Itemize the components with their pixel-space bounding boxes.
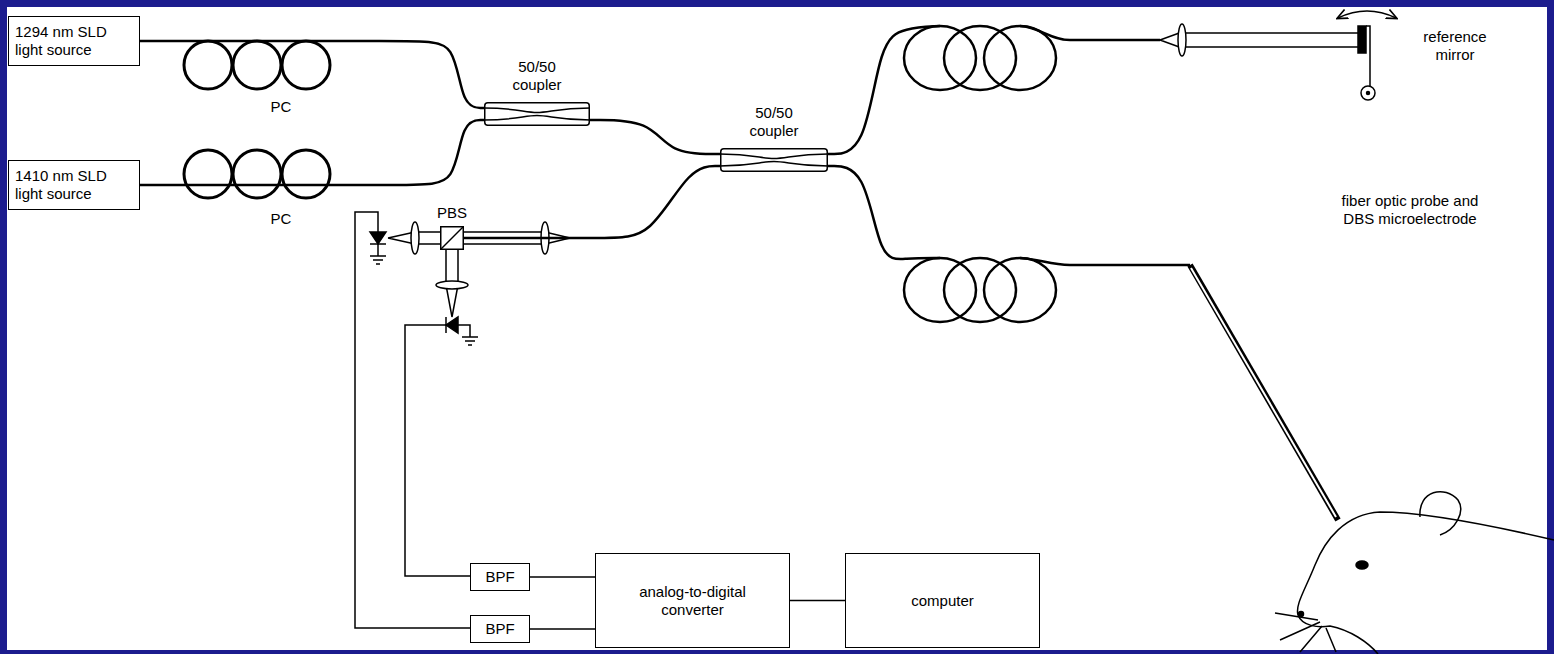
signal-cable xyxy=(530,628,595,630)
filter-box: BPF xyxy=(470,615,530,643)
mouse xyxy=(1356,561,1368,569)
reference-arm xyxy=(1358,26,1366,53)
light-source-box: 1410 nm SLD light source xyxy=(8,160,140,210)
mouse xyxy=(1299,612,1304,617)
coupler-symbol xyxy=(484,102,590,126)
node-text: PBS xyxy=(428,204,476,222)
mouse xyxy=(1275,492,1554,654)
reference-arm xyxy=(1361,86,1375,100)
coupler-fiber xyxy=(484,108,590,120)
reference-arm xyxy=(1366,26,1370,86)
fiber-coil xyxy=(904,26,1190,322)
node-text: 50/50 coupler xyxy=(739,104,809,140)
fiber-coil xyxy=(904,258,976,322)
optical-fiber xyxy=(140,120,484,185)
coupler-fiber xyxy=(720,154,828,166)
photodiode xyxy=(370,232,386,244)
component-label: reference mirror xyxy=(1410,28,1500,64)
cube-diagonal xyxy=(441,227,464,250)
coupler-outline xyxy=(721,149,828,172)
signal-wire xyxy=(355,212,470,628)
optical-fiber xyxy=(828,166,940,259)
fiber-coil xyxy=(944,258,1016,322)
coupler-outline xyxy=(485,103,590,126)
reference-arm xyxy=(1160,11,1396,100)
component-label: PC xyxy=(261,210,301,228)
detection-optics xyxy=(388,222,570,317)
optic-probe xyxy=(1190,265,1338,520)
polarization-controller xyxy=(233,150,281,198)
fiber-coil xyxy=(1020,26,1160,40)
signal-cable xyxy=(530,576,595,578)
photodiode xyxy=(446,317,458,333)
signal-wire xyxy=(355,212,470,628)
optical-fiber xyxy=(464,166,720,238)
mouse xyxy=(1275,613,1336,652)
signal-wire xyxy=(405,325,470,576)
detection-optics xyxy=(436,281,468,289)
optical-fiber xyxy=(590,120,720,154)
component-label: PC xyxy=(261,98,301,116)
node-text: analog-to-digital converter xyxy=(628,583,758,619)
node-text: BPF xyxy=(485,620,514,638)
computer-box: computer xyxy=(845,553,1040,648)
fiber-coupler: 50/50 coupler xyxy=(720,104,828,172)
polarization-controller xyxy=(282,150,330,198)
ground-symbol xyxy=(370,244,386,264)
converter-box: analog-to-digital converter xyxy=(595,553,790,648)
polarization-controller xyxy=(184,41,232,89)
optic-probe xyxy=(1191,268,1336,517)
light-source-box: 1294 nm SLD light source xyxy=(8,16,140,66)
detection-optics xyxy=(411,222,419,254)
beam-splitter-cube: PBS xyxy=(428,204,476,250)
optic-probe xyxy=(1190,265,1338,520)
node-text: 1294 nm SLD light source xyxy=(15,23,115,59)
reference-arm xyxy=(1186,33,1358,47)
node-text: 1410 nm SLD light source xyxy=(15,167,115,203)
reference-arm xyxy=(1367,92,1370,95)
reference-arm xyxy=(1338,11,1396,18)
node-text: 50/50 coupler xyxy=(502,58,572,94)
mouse xyxy=(1420,492,1461,535)
filter-box: BPF xyxy=(470,563,530,591)
fiber-coil xyxy=(984,258,1056,322)
component-label: fiber optic probe and DBS microelectrode xyxy=(1335,192,1485,228)
node-text: computer xyxy=(911,592,974,610)
cube-symbol xyxy=(440,226,464,250)
fiber-coil xyxy=(904,26,976,90)
polarization-controller xyxy=(184,41,330,198)
mouse xyxy=(1297,512,1554,654)
polarization-controller xyxy=(282,41,330,89)
coupler-symbol xyxy=(720,148,828,172)
fiber-coil xyxy=(1020,258,1190,265)
polarization-controller xyxy=(184,150,232,198)
fiber-coupler: 50/50 coupler xyxy=(484,58,590,126)
fiber-coil xyxy=(984,26,1056,90)
ground-symbol xyxy=(458,325,478,345)
cube-outline xyxy=(441,227,464,250)
signal-cable xyxy=(790,600,845,602)
fiber-coil xyxy=(944,26,1016,90)
optical-fiber xyxy=(828,26,940,154)
ground-symbol xyxy=(370,244,478,345)
polarization-controller xyxy=(233,41,281,89)
node-text: BPF xyxy=(485,568,514,586)
reference-arm xyxy=(1178,24,1186,56)
optical-fiber xyxy=(140,41,484,108)
